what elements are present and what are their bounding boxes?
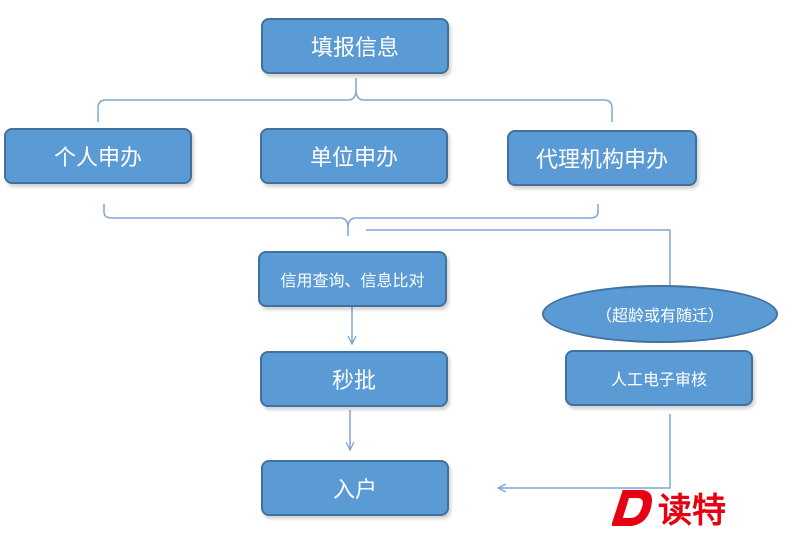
fill-info-box: 填报信息	[261, 18, 449, 74]
arrow-review-to-settle	[498, 414, 671, 488]
bottom-brace	[103, 204, 599, 236]
settle-box: 入户	[261, 460, 449, 516]
credit-check-box: 信用查询、信息比对	[258, 251, 447, 307]
special-case-ellipse: （超龄或有随迁）	[542, 285, 778, 343]
special-branch-line	[366, 229, 671, 292]
manual-review-box: 人工电子审核	[565, 350, 753, 406]
agency-apply-box: 代理机构申办	[507, 130, 697, 186]
instant-approve-box: 秒批	[260, 351, 448, 407]
svg-text:读特: 读特	[658, 491, 726, 531]
dute-logo: 读特	[612, 490, 726, 531]
individual-apply-box: 个人申办	[4, 128, 192, 184]
top-brace	[97, 78, 613, 122]
company-apply-box: 单位申办	[260, 128, 448, 184]
